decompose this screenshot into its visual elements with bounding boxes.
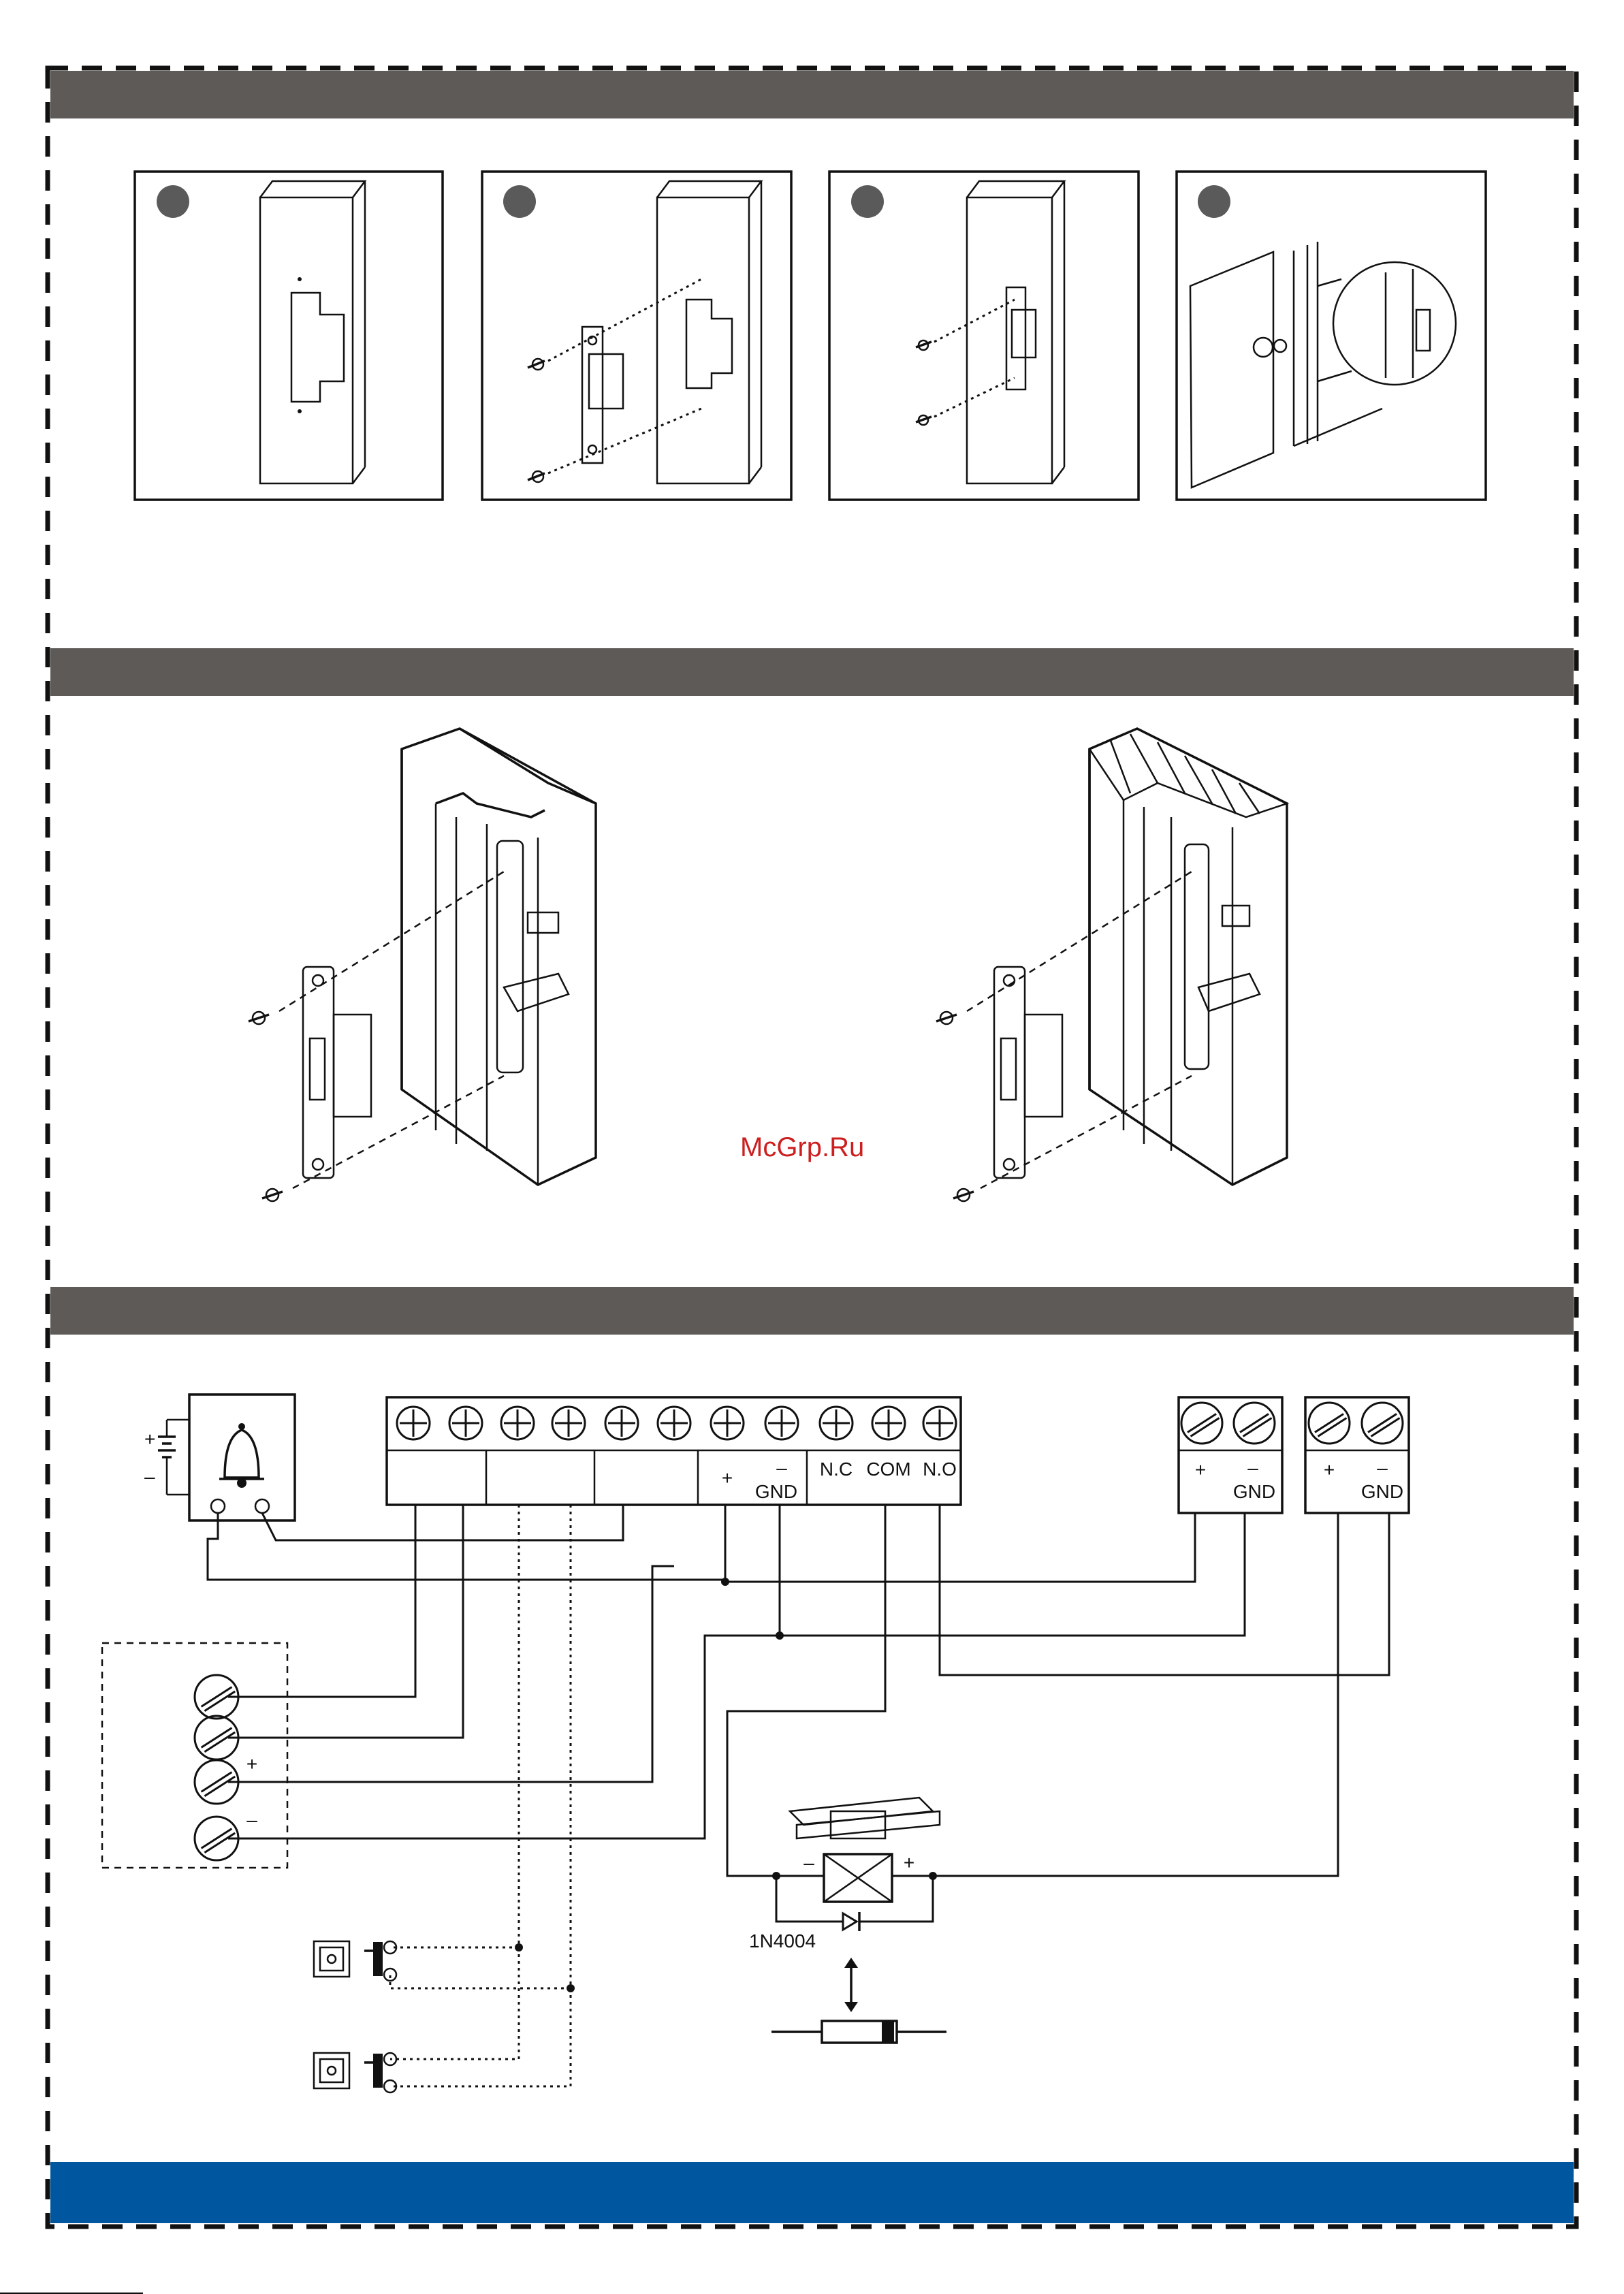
step-panel-1: [135, 172, 443, 500]
battery-icon: + –: [144, 1420, 189, 1495]
svg-text:+: +: [904, 1852, 914, 1873]
step-badge-3: [851, 185, 884, 218]
svg-text:GND: GND: [1361, 1481, 1403, 1502]
step-panel-4: [1177, 172, 1486, 500]
terminal-screw-1: [397, 1407, 430, 1439]
terminal-screw-5: [605, 1407, 638, 1439]
exit-button-2: [314, 2053, 396, 2092]
svg-text:+: +: [1324, 1459, 1335, 1480]
svg-text:+: +: [1195, 1459, 1206, 1480]
svg-text:–: –: [1377, 1457, 1388, 1478]
power-supply-2-terminals: + – GND: [1305, 1397, 1409, 1513]
reader-screws: [195, 1675, 238, 1860]
terminal-nc-label: N.C: [820, 1459, 853, 1480]
electric-strike-icon: [790, 1798, 940, 1838]
psu-screw-4: [1362, 1403, 1403, 1444]
diode-label: 1N4004: [749, 1930, 816, 1952]
terminal-screw-8: [765, 1407, 798, 1439]
terminal-screw-3: [501, 1407, 534, 1439]
controller-terminal-block: + – GND N.C COM N.O: [387, 1397, 961, 1505]
psu-screw-1: [1181, 1403, 1222, 1444]
psu-screw-3: [1309, 1403, 1350, 1444]
step-panel-2: [482, 172, 791, 500]
psu-screws: [1181, 1403, 1403, 1444]
svg-text:–: –: [246, 1809, 257, 1830]
terminal-no-label: N.O: [923, 1459, 957, 1480]
wires: [208, 1505, 1389, 2086]
terminal-screw-11: [923, 1407, 956, 1439]
doorbell: [189, 1395, 295, 1520]
svg-text:–: –: [803, 1852, 814, 1873]
section-header-bar-wiring: [50, 1287, 1574, 1335]
svg-text:GND: GND: [1233, 1481, 1275, 1502]
section-header-bar-frame-types: [50, 648, 1574, 696]
diode-package: [771, 2021, 946, 2043]
terminal-plus-label: +: [722, 1467, 733, 1488]
step-badge-4: [1198, 185, 1230, 218]
step-panel-3: [829, 172, 1139, 500]
step-badge-1: [157, 185, 189, 218]
terminal-screw-2: [449, 1407, 482, 1439]
double-arrow-icon: [844, 1958, 858, 2012]
terminal-gnd-label: GND: [755, 1481, 797, 1502]
svg-text:+: +: [246, 1753, 257, 1774]
exit-button-1: [314, 1941, 396, 1981]
terminal-screw-4: [552, 1407, 585, 1439]
terminal-screw-10: [872, 1407, 905, 1439]
wiring-diagram: + – + – GND N.C COM N.O + – GND: [102, 1395, 1409, 2092]
watermark: McGrp.Ru: [740, 1132, 864, 1162]
terminal-screw-7: [711, 1407, 744, 1439]
svg-text:+: +: [144, 1429, 155, 1450]
terminal-screw-9: [820, 1407, 853, 1439]
terminal-screw-6: [658, 1407, 690, 1439]
terminal-minus-label: –: [776, 1457, 787, 1478]
footer-bar: [50, 2162, 1574, 2223]
section-header-bar-mounting: [50, 71, 1574, 118]
svg-text:–: –: [144, 1466, 155, 1487]
diode: 1N4004: [749, 1912, 859, 1952]
frame-illustration-right: [936, 729, 1287, 1201]
frame-illustration-left: [249, 729, 596, 1201]
psu-screw-2: [1234, 1403, 1275, 1444]
step-badge-2: [503, 185, 536, 218]
svg-text:–: –: [1247, 1457, 1258, 1478]
terminal-com-label: COM: [866, 1459, 910, 1480]
